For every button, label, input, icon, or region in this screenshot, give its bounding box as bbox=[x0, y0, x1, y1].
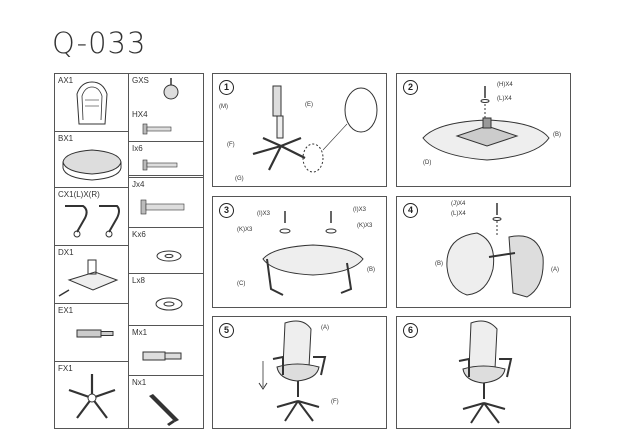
washer-icon bbox=[156, 250, 182, 262]
bolt-icon bbox=[142, 123, 172, 135]
callout-label: (K)X3 bbox=[237, 227, 253, 233]
callout-label: (C) bbox=[237, 281, 246, 287]
part-label: HX4 bbox=[132, 110, 148, 119]
part-label: FX1 bbox=[58, 364, 73, 373]
part-cell-e: EX1 bbox=[55, 304, 129, 362]
gas-lift-icon bbox=[76, 329, 114, 338]
callout-label: (F) bbox=[331, 399, 339, 405]
step-6-panel: 6 bbox=[396, 316, 571, 429]
part-label: Lx8 bbox=[132, 276, 145, 285]
step-1-diagram bbox=[252, 85, 378, 173]
callout-label: (I)X3 bbox=[353, 207, 367, 213]
step-number: 6 bbox=[403, 323, 418, 338]
step-1-panel: 1 (M) (E) (F) (G) bbox=[212, 73, 387, 187]
part-label: BX1 bbox=[58, 134, 74, 143]
part-cell-c: CX1(L)X(R) bbox=[55, 188, 129, 246]
step-number: 1 bbox=[219, 80, 234, 95]
callout-label: (F) bbox=[227, 142, 235, 148]
armrests-icon bbox=[65, 205, 120, 238]
part-cell-a: AX1 bbox=[55, 74, 129, 132]
seat-icon bbox=[62, 149, 122, 181]
dust-cover-icon bbox=[142, 351, 182, 361]
chair-back-icon bbox=[76, 81, 108, 125]
callout-label: (I)X3 bbox=[257, 211, 271, 217]
part-cell-l: Lx8 bbox=[129, 274, 203, 326]
callout-label: (H)X4 bbox=[497, 82, 513, 88]
mechanism-icon bbox=[58, 259, 119, 297]
callout-label: (G) bbox=[235, 176, 244, 182]
step-2-panel: 2 (H)X4 (L)X4 (B) (D) bbox=[396, 73, 571, 187]
part-label: Nx1 bbox=[132, 378, 147, 387]
step-number: 3 bbox=[219, 203, 234, 218]
step-6-diagram bbox=[458, 320, 513, 424]
step-4-diagram bbox=[446, 203, 544, 298]
step-5-diagram bbox=[258, 320, 327, 422]
part-cell-m: Mx1 bbox=[129, 326, 203, 376]
part-label: EX1 bbox=[58, 306, 74, 315]
part-label: DX1 bbox=[58, 248, 74, 257]
callout-label: (L)X4 bbox=[497, 96, 512, 102]
part-cell-g: GXS bbox=[129, 74, 203, 176]
part-label: Ix6 bbox=[132, 144, 143, 153]
step-number: 4 bbox=[403, 203, 418, 218]
callout-label: (B) bbox=[367, 267, 375, 273]
part-label: Jx4 bbox=[132, 180, 145, 189]
base-star-icon bbox=[68, 374, 116, 419]
washer-icon bbox=[155, 297, 183, 311]
step-3-panel: 3 (I)X3 (I)X3 (K)X3 (K)X3 (B) (C) bbox=[212, 196, 387, 308]
part-cell-i: Ix6 bbox=[129, 142, 203, 178]
part-cell-h: HX4 bbox=[129, 108, 203, 142]
allen-key-icon bbox=[149, 394, 179, 426]
part-cell-d: DX1 bbox=[55, 246, 129, 304]
callout-label: (L)X4 bbox=[451, 211, 466, 217]
callout-label: (M) bbox=[219, 104, 228, 110]
part-label: CX1(L)X(R) bbox=[58, 190, 100, 199]
part-cell-j: Jx4 bbox=[129, 178, 203, 228]
step-number: 2 bbox=[403, 80, 418, 95]
step-3-diagram bbox=[262, 211, 364, 296]
bolt-icon bbox=[140, 199, 185, 215]
callout-label: (E) bbox=[305, 102, 313, 108]
part-cell-k: Kx6 bbox=[129, 228, 203, 274]
callout-label: (A) bbox=[321, 325, 329, 331]
callout-label: (D) bbox=[423, 160, 432, 166]
callout-label: (J)X4 bbox=[451, 201, 466, 207]
part-cell-n: Nx1 bbox=[129, 376, 203, 428]
part-label: GXS bbox=[132, 76, 149, 85]
step-2-diagram bbox=[422, 86, 550, 161]
step-4-panel: 4 (J)X4 (L)X4 (B) (A) bbox=[396, 196, 571, 308]
page-title: Q-033 bbox=[52, 26, 147, 60]
callout-label: (A) bbox=[551, 267, 559, 273]
part-label: AX1 bbox=[58, 76, 74, 85]
bolt-icon bbox=[142, 159, 178, 171]
callout-label: (B) bbox=[435, 261, 443, 267]
part-label: Mx1 bbox=[132, 328, 148, 337]
part-cell-b: BX1 bbox=[55, 132, 129, 188]
part-cell-f: FX1 bbox=[55, 362, 129, 428]
step-5-panel: 5 (A) (F) bbox=[212, 316, 387, 429]
step-number: 5 bbox=[219, 323, 234, 338]
callout-label: (B) bbox=[553, 132, 561, 138]
parts-list: AX1 BX1 CX1(L)X(R) DX1 EX1 bbox=[54, 73, 204, 429]
part-label: Kx6 bbox=[132, 230, 146, 239]
caster-icon bbox=[163, 78, 179, 100]
callout-label: (K)X3 bbox=[357, 223, 373, 229]
